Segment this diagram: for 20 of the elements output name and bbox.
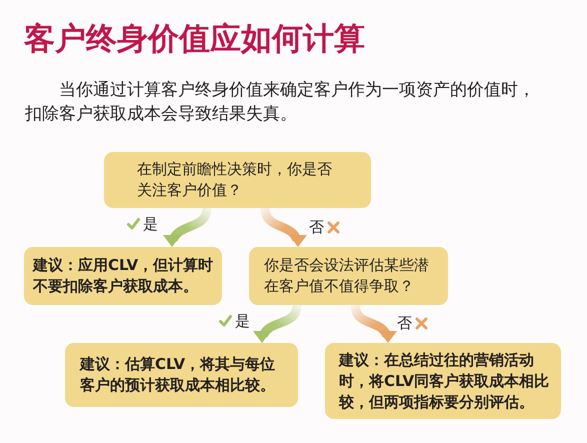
title: 客户终身价值应如何计算	[24, 20, 365, 58]
curved-arrow	[254, 304, 302, 344]
node-text: 建议：估算CLV，将其与每位客户的预计获取成本相比较。	[80, 354, 276, 396]
edge-label: 是	[143, 215, 158, 233]
question-box	[104, 152, 371, 208]
recommendation-box	[24, 247, 222, 305]
edge-label: 否	[397, 314, 412, 332]
node-text: 建议：在总结过往的营销活动时，将CLV同客户获取成本相比较，但两项指标要分别评估。	[339, 350, 550, 412]
intro-text: 当你通过计算客户终身价值来确定客户作为一项资产的价值时，扣除客户获取成本会导致结果失真。	[25, 79, 536, 126]
question-box	[249, 247, 448, 305]
curved-arrow	[164, 207, 212, 248]
node-text: 你是否会设法评估某些潜在客户值不值得争取？	[264, 255, 430, 297]
node-text: 在制定前瞻性决策时，你是否关注客户价值？	[137, 159, 333, 201]
recommendation-box	[65, 343, 298, 407]
curved-arrow	[350, 304, 396, 344]
recommendation-box	[325, 343, 561, 419]
node-text: 建议：应用CLV，但计算时不要扣除客户获取成本。	[33, 255, 214, 297]
edge-label: 是	[235, 312, 250, 330]
edge-label: 否	[309, 218, 324, 236]
curved-arrow	[260, 207, 306, 248]
